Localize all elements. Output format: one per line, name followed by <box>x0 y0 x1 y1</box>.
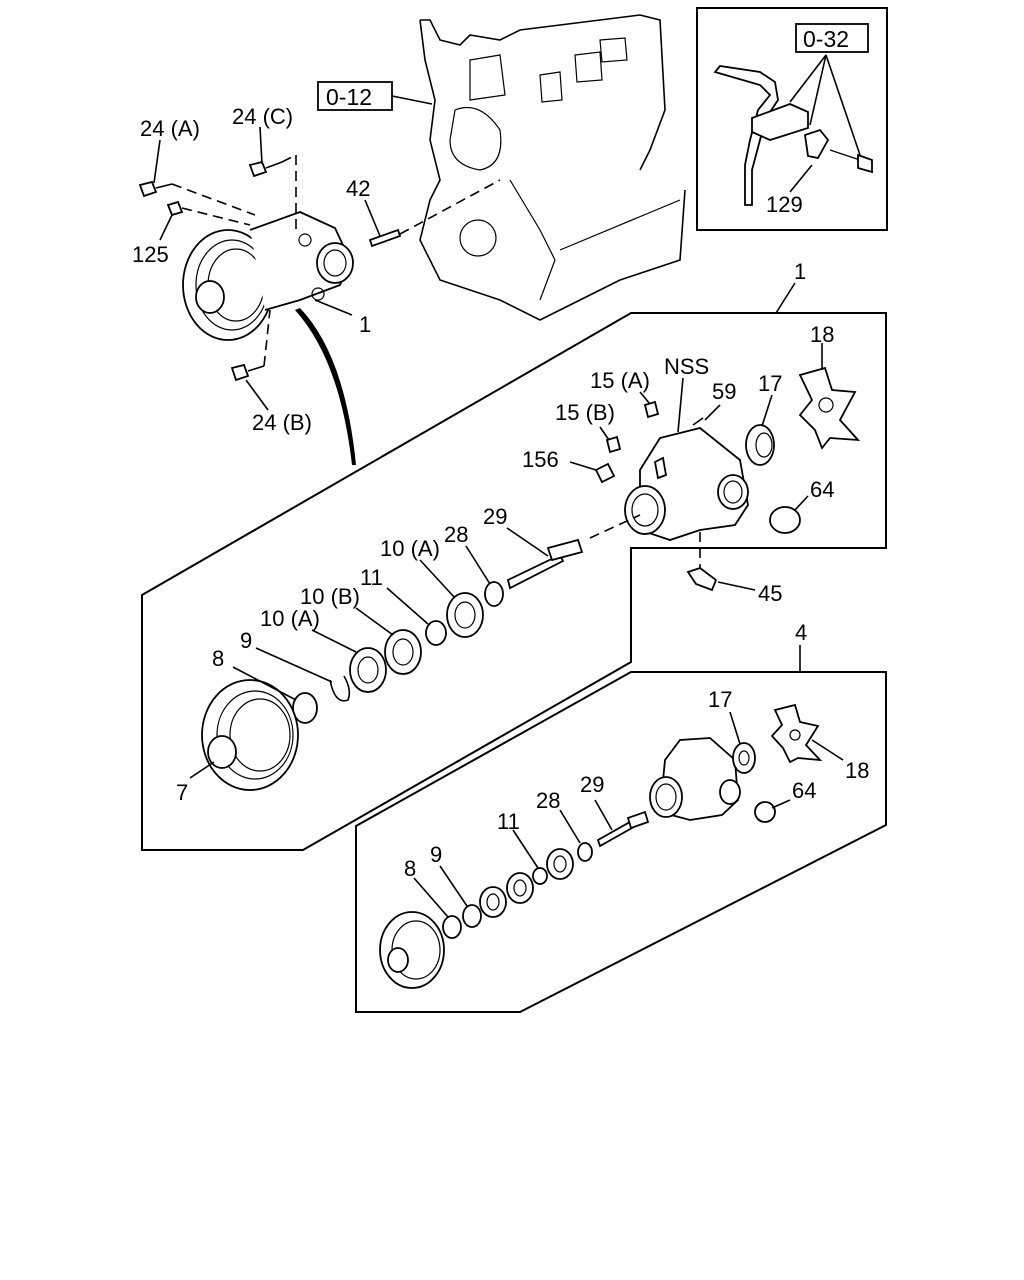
callout-11-lower: 11 <box>497 809 520 834</box>
plug-15b <box>605 435 622 454</box>
bearing-10a-upper <box>446 592 484 638</box>
spacer-11 <box>425 620 447 646</box>
pump-housing-lower <box>649 737 741 821</box>
callout-156: 156 <box>522 447 559 472</box>
bolt-24c <box>248 160 283 178</box>
inset-bracket-assembly <box>713 54 873 206</box>
shaft-29 <box>506 538 584 590</box>
bolt-24b <box>230 363 265 382</box>
impeller-18 <box>798 366 861 450</box>
bearing-10b <box>384 629 422 675</box>
callout-8-lower: 8 <box>404 856 416 881</box>
callout-15b: 15 (B) <box>555 400 615 425</box>
ring-8 <box>292 692 318 724</box>
callout-1-installed: 1 <box>359 312 371 337</box>
inset-frame <box>696 7 888 231</box>
seal-17-lower <box>732 742 756 774</box>
shaft-29-lower <box>596 810 650 848</box>
callout-9: 9 <box>240 628 252 653</box>
callout-125: 125 <box>132 242 169 267</box>
callout-59: 59 <box>712 379 736 404</box>
callout-24b: 24 (B) <box>252 410 312 435</box>
callout-15a: 15 (A) <box>590 368 650 393</box>
bearing-lower-a <box>546 848 574 880</box>
callout-11: 11 <box>360 565 383 590</box>
callout-10a-upper: 10 (A) <box>380 536 440 561</box>
callout-18-lower: 18 <box>845 758 869 783</box>
exploded-view-arrow <box>295 308 356 465</box>
bearing-lower-b <box>506 872 534 904</box>
pump-housing <box>624 427 749 541</box>
kit-4-leaders <box>413 711 844 918</box>
seal-17 <box>745 424 775 466</box>
callout-17-lower: 17 <box>708 687 732 712</box>
oring-64-lower <box>754 801 776 823</box>
stud-42 <box>368 228 402 248</box>
snapring-9-lower <box>462 904 482 928</box>
cap-156 <box>594 462 616 484</box>
callout-24a: 24 (A) <box>140 116 200 141</box>
reference-label-0-32: 0-32 <box>803 26 849 52</box>
washer-28 <box>484 581 504 607</box>
reference-box-0-12[interactable]: 0-12 <box>317 81 393 111</box>
callout-10a-lower: 10 (A) <box>260 606 320 631</box>
pulley-lower <box>379 911 445 989</box>
callout-kit-1: 1 <box>794 259 806 284</box>
snapring-9 <box>329 675 351 702</box>
bolt-24a <box>138 180 173 198</box>
callout-7: 7 <box>176 780 188 805</box>
callout-29: 29 <box>483 504 507 529</box>
callout-17: 17 <box>758 371 782 396</box>
kit-1-frame <box>141 312 887 851</box>
pin-59 <box>692 417 704 426</box>
callout-kit-4: 4 <box>795 620 807 645</box>
reference-box-0-32[interactable]: 0-32 <box>795 23 869 53</box>
bearing-lower-c <box>479 886 507 918</box>
callout-45: 45 <box>758 581 782 606</box>
ring-8-lower <box>442 915 462 939</box>
callout-9-lower: 9 <box>430 842 442 867</box>
kit-1-centerline <box>589 514 701 570</box>
callout-nss: NSS <box>664 354 709 379</box>
callout-18: 18 <box>810 322 834 347</box>
fitting-45 <box>686 566 756 592</box>
callout-28-lower: 28 <box>536 788 560 813</box>
engine-block-outline <box>419 14 686 321</box>
callout-64-lower: 64 <box>792 778 816 803</box>
spacer-11-lower <box>532 867 548 885</box>
callout-8: 8 <box>212 646 224 671</box>
callout-129: 129 <box>766 192 803 217</box>
plug-15a <box>643 400 660 419</box>
kit-1-leaders <box>189 343 823 779</box>
reference-label-0-12: 0-12 <box>326 84 372 110</box>
impeller-18-lower <box>770 703 823 764</box>
washer-28-lower <box>577 842 593 862</box>
nut-125 <box>166 200 184 217</box>
pump-leader-lines <box>153 126 501 411</box>
callout-28: 28 <box>444 522 468 547</box>
callout-29-lower: 29 <box>580 772 604 797</box>
installed-water-pump <box>182 211 354 341</box>
oring-64 <box>769 506 801 534</box>
pulley-7 <box>201 679 299 791</box>
callout-64: 64 <box>810 477 834 502</box>
kit-4-frame <box>355 671 887 1013</box>
bearing-10a-lower <box>349 647 387 693</box>
callout-24c: 24 (C) <box>232 104 293 129</box>
callout-10b: 10 (B) <box>300 584 360 609</box>
callout-42: 42 <box>346 176 370 201</box>
